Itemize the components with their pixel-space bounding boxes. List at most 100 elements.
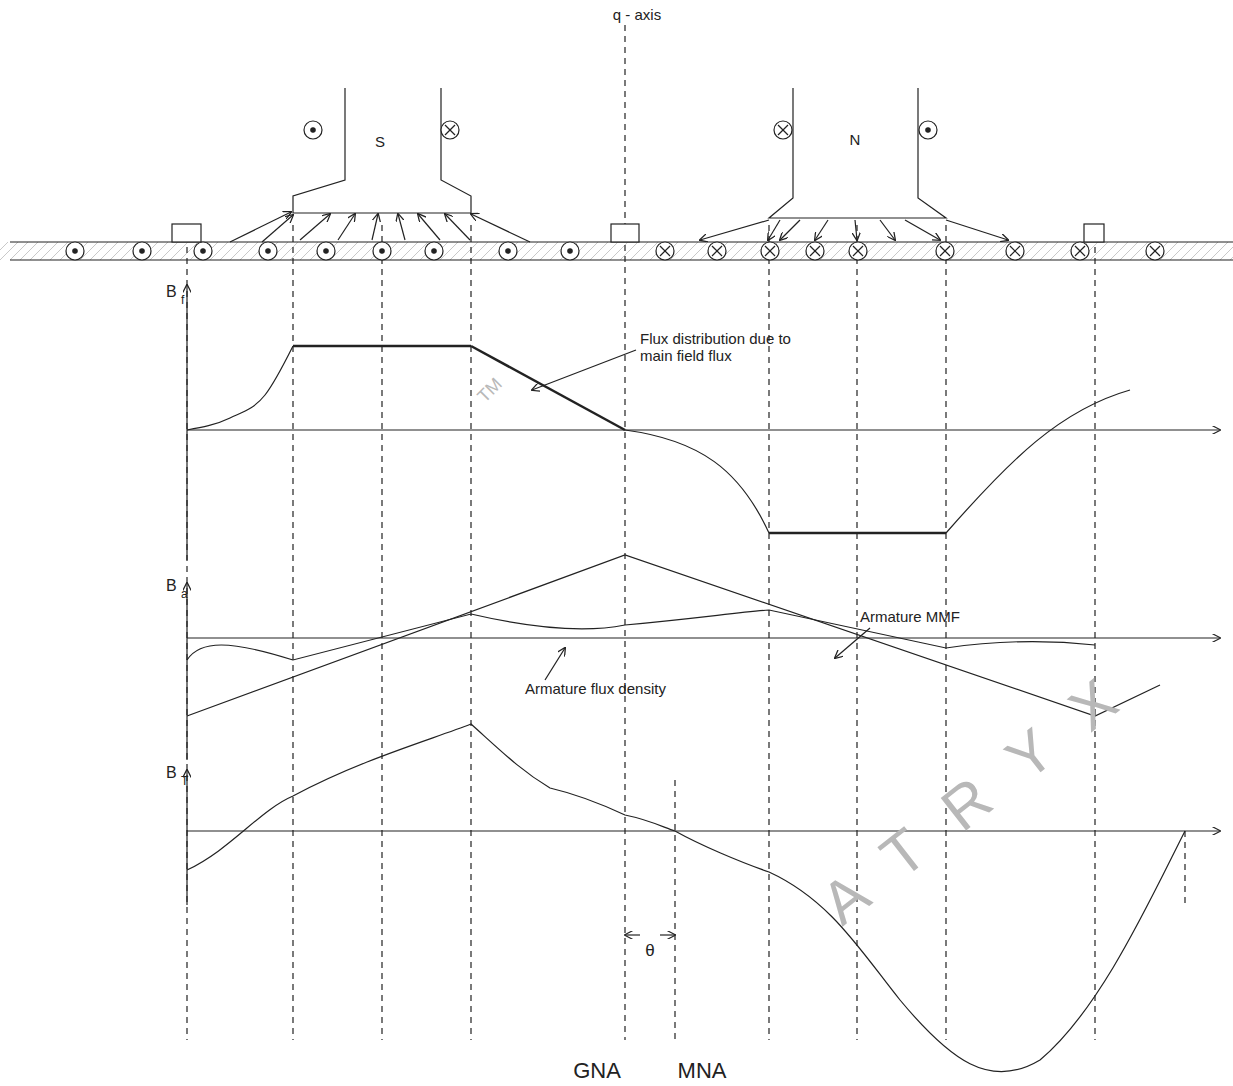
conductor-dot xyxy=(133,242,151,260)
conductor-dot xyxy=(266,249,270,253)
conductor-cross xyxy=(1010,246,1020,256)
axis-label: MNA xyxy=(678,1058,727,1083)
axis-label: q - axis xyxy=(613,6,661,23)
guide-line xyxy=(1184,831,1185,905)
x-axis xyxy=(187,637,1220,638)
watermark: TM xyxy=(473,374,506,407)
conductor-dot xyxy=(317,242,335,260)
conductor-cross xyxy=(445,125,455,135)
guide-line xyxy=(768,225,769,1040)
conductor-dot xyxy=(380,249,384,253)
conductor-cross xyxy=(712,246,722,256)
brush xyxy=(172,224,201,242)
axis-label: B xyxy=(166,283,177,301)
leader-arrow xyxy=(532,350,636,390)
y-axis xyxy=(186,445,187,560)
axis-label: GNA xyxy=(573,1058,621,1083)
guide-line xyxy=(186,225,187,1040)
field-flux-curve xyxy=(471,346,625,430)
field-flux-curve xyxy=(625,430,769,533)
watermark: ATRYX xyxy=(808,641,1161,938)
field-flux-curve xyxy=(293,345,471,348)
q-axis-line xyxy=(624,25,625,1040)
y-axis xyxy=(186,846,187,905)
conductor-cross xyxy=(765,246,775,256)
y-axis xyxy=(186,653,187,760)
conductor-cross xyxy=(774,121,792,139)
conductor-cross xyxy=(712,246,722,256)
flux-arrow xyxy=(780,220,800,240)
conductor-dot xyxy=(561,242,579,260)
conductor-dot xyxy=(201,249,205,253)
conductor-dot xyxy=(324,249,328,253)
axis-label: Flux distribution due to main field flux xyxy=(640,330,820,365)
axis-label: B xyxy=(166,764,177,782)
conductor-cross xyxy=(810,246,820,256)
brush xyxy=(611,224,639,242)
conductor-cross xyxy=(810,246,820,256)
north-pole xyxy=(769,88,946,218)
conductor-dot xyxy=(432,249,436,253)
conductor-cross xyxy=(761,242,779,260)
axis-label: Armature flux density xyxy=(525,680,666,697)
conductor-cross xyxy=(940,246,950,256)
axis-label: θ xyxy=(645,941,654,961)
conductor-dot xyxy=(73,249,77,253)
leader-arrow xyxy=(835,628,870,658)
conductor-dot xyxy=(499,242,517,260)
conductor-dot xyxy=(259,242,277,260)
conductor-cross xyxy=(849,242,867,260)
conductor-dot xyxy=(568,249,572,253)
x-axis xyxy=(187,830,1220,831)
flux-arrow xyxy=(815,220,828,240)
conductor-dot xyxy=(66,242,84,260)
flux-arrow xyxy=(398,214,405,240)
conductor-cross xyxy=(1150,246,1160,256)
conductor-cross xyxy=(853,246,863,256)
x-axis xyxy=(187,429,1220,430)
brush xyxy=(1084,224,1104,242)
conductor-cross xyxy=(656,242,674,260)
axis-label: N xyxy=(850,131,861,148)
conductor-dot xyxy=(311,128,315,132)
axis-label: B xyxy=(166,577,177,595)
conductor-dot xyxy=(919,121,937,139)
leader-arrow xyxy=(545,648,565,680)
flux-arrow xyxy=(445,214,470,240)
theta-arrow xyxy=(660,934,675,935)
field-flux-curve xyxy=(187,346,293,430)
conductor-cross xyxy=(1075,246,1085,256)
conductor-cross xyxy=(660,246,670,256)
flux-arrow xyxy=(905,220,940,240)
axis-label: f xyxy=(181,294,184,308)
armature-band xyxy=(0,242,1233,260)
conductor-cross xyxy=(1010,246,1020,256)
flux-arrow xyxy=(230,212,291,242)
conductor-cross xyxy=(1146,242,1164,260)
armature-mmf-line xyxy=(187,555,1160,716)
axis-label: S xyxy=(375,133,385,150)
theta-arrow xyxy=(625,934,640,935)
conductor-cross xyxy=(445,125,455,135)
flux-arrow xyxy=(300,214,330,240)
flux-arrow xyxy=(700,220,769,240)
conductor-cross xyxy=(940,246,950,256)
axis-label: a xyxy=(181,588,188,602)
flux-arrow xyxy=(768,220,780,240)
flux-arrow xyxy=(338,214,355,240)
conductor-dot xyxy=(373,242,391,260)
conductor-dot xyxy=(506,249,510,253)
axis-label: Armature MMF xyxy=(860,608,960,625)
conductor-cross xyxy=(1006,242,1024,260)
conductor-cross xyxy=(806,242,824,260)
conductor-dot xyxy=(926,128,930,132)
guide-line xyxy=(945,225,946,1040)
flux-arrow xyxy=(471,214,530,242)
conductor-dot xyxy=(194,242,212,260)
flux-arrow xyxy=(262,215,293,242)
south-pole xyxy=(293,88,471,213)
conductor-cross xyxy=(765,246,775,256)
conductor-dot xyxy=(425,242,443,260)
flux-arrow xyxy=(880,220,895,240)
conductor-cross xyxy=(1075,246,1085,256)
